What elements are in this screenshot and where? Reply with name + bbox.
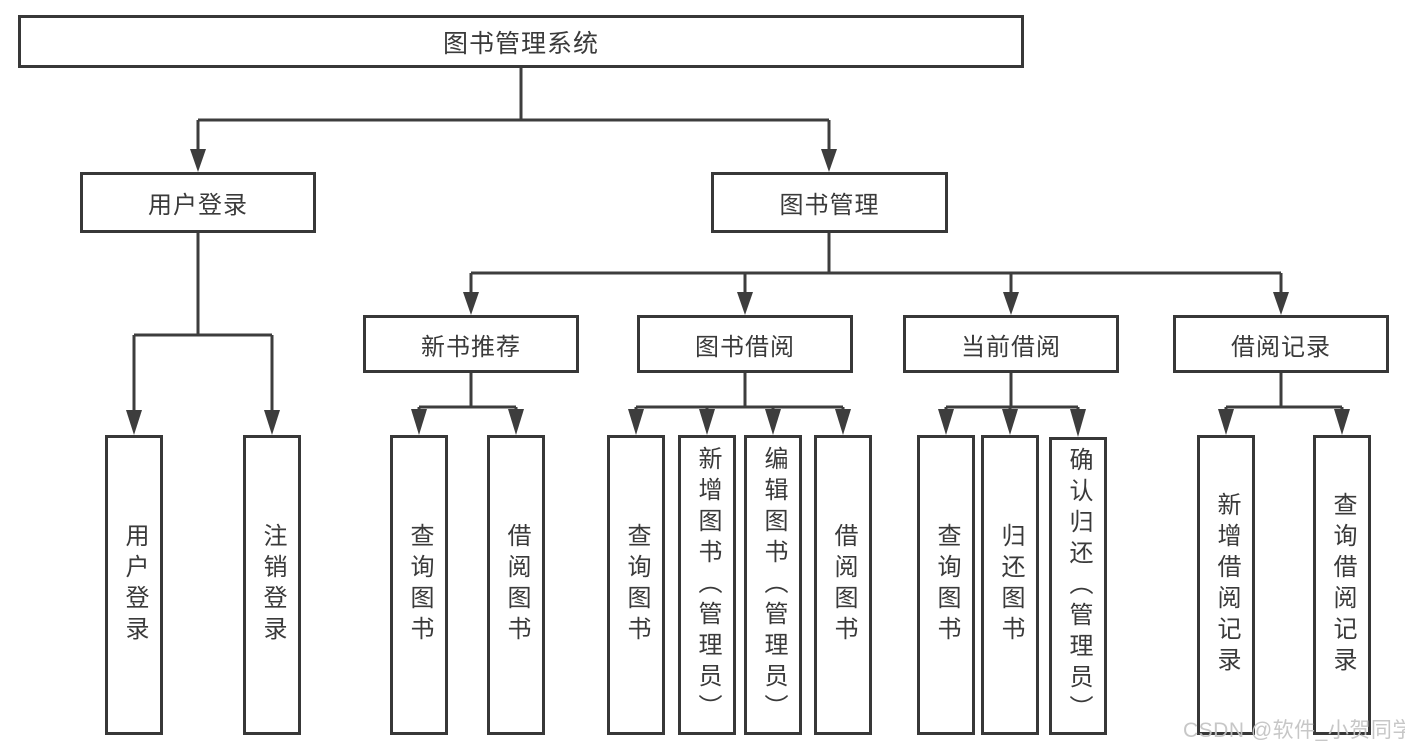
leaf-borrow-books-2: 借阅图书 (814, 435, 872, 735)
arrowhead (737, 292, 753, 315)
leaf-add-borrow-record: 新增借阅记录 (1197, 435, 1255, 735)
connector-borrow-records-children (1218, 373, 1350, 435)
node-label: 借阅图书 (503, 523, 530, 647)
arrowhead (628, 409, 644, 435)
arrowhead (1002, 409, 1018, 435)
node-borrowing-records: 借阅记录 (1173, 315, 1389, 373)
node-label: 用户登录 (148, 192, 248, 219)
node-label: 当前借阅 (961, 333, 1061, 361)
node-label: 图书管理系统 (442, 29, 599, 58)
arrowhead (411, 409, 427, 435)
node-new-book-recommendation: 新书推荐 (363, 315, 579, 373)
connector-current-borrow-children (938, 373, 1086, 437)
node-label: 图书借阅 (695, 333, 795, 361)
leaf-query-books-2: 查询图书 (607, 435, 665, 735)
leaf-query-borrow-record: 查询借阅记录 (1313, 435, 1371, 735)
node-library-management-system: 图书管理系统 (18, 15, 1024, 68)
connector-user-login-children (126, 233, 280, 435)
node-book-borrowing: 图书借阅 (637, 315, 853, 373)
node-book-management: 图书管理 (711, 172, 948, 233)
arrowhead (1218, 409, 1234, 435)
leaf-query-books-1: 查询图书 (390, 435, 448, 735)
arrowhead (1003, 292, 1019, 315)
node-label: 编辑图书（管理员） (760, 445, 787, 725)
connector-book-borrow-children (628, 373, 851, 435)
arrowhead (508, 409, 524, 435)
node-label: 查询图书 (406, 523, 433, 647)
arrowhead (463, 292, 479, 315)
node-label: 查询图书 (623, 523, 650, 647)
node-label: 新书推荐 (421, 333, 521, 361)
node-label: 注销登录 (259, 523, 286, 647)
node-label: 确认归还（管理员） (1065, 446, 1092, 726)
arrowhead (765, 409, 781, 435)
node-label: 新增借阅记录 (1213, 492, 1240, 678)
arrowhead (264, 410, 280, 435)
arrowhead (821, 149, 837, 172)
arrowhead (699, 409, 715, 435)
connector-new-book-rec-children (411, 373, 524, 435)
node-label: 新增图书（管理员） (694, 445, 721, 725)
leaf-user-login: 用户登录 (105, 435, 163, 735)
arrowhead (835, 409, 851, 435)
arrowhead (1334, 409, 1350, 435)
leaf-confirm-return-admin: 确认归还（管理员） (1049, 437, 1107, 735)
node-label: 借阅记录 (1231, 333, 1331, 361)
connector-book-mgmt-children (463, 233, 1289, 315)
node-label: 查询借阅记录 (1329, 492, 1356, 678)
node-label: 借阅图书 (830, 523, 857, 647)
arrowhead (126, 410, 142, 435)
arrowhead (1273, 292, 1289, 315)
leaf-edit-book-admin: 编辑图书（管理员） (744, 435, 802, 735)
node-label: 归还图书 (997, 523, 1024, 647)
arrowhead (1070, 409, 1086, 437)
connector-root-to-level2 (190, 68, 837, 172)
leaf-return-book: 归还图书 (981, 435, 1039, 735)
node-label: 图书管理 (779, 192, 880, 219)
leaf-logout: 注销登录 (243, 435, 301, 735)
node-user-login: 用户登录 (80, 172, 316, 233)
leaf-add-book-admin: 新增图书（管理员） (678, 435, 736, 735)
arrowhead (190, 149, 206, 172)
leaf-query-books-3: 查询图书 (917, 435, 975, 735)
csdn-watermark: CSDN @软件_小贺同学 (1183, 719, 1405, 742)
leaf-borrow-books-1: 借阅图书 (487, 435, 545, 735)
node-current-borrowing: 当前借阅 (903, 315, 1119, 373)
node-label: 查询图书 (933, 523, 960, 647)
node-label: 用户登录 (121, 523, 148, 647)
arrowhead (938, 409, 954, 435)
